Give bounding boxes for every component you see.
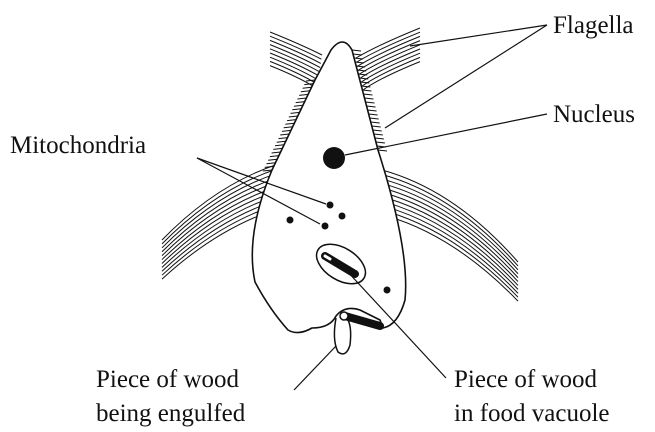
cilium: [352, 50, 361, 51]
cilium: [291, 112, 300, 113]
label-wood-engulfed-line2: being engulfed: [96, 400, 246, 427]
cilium: [297, 98, 306, 99]
flagellum: [270, 66, 317, 89]
cilium: [294, 105, 303, 106]
nucleus: [323, 147, 345, 169]
wood-piece-end: [340, 312, 348, 320]
cilium: [303, 87, 312, 88]
cilium: [272, 152, 281, 153]
cilium: [299, 94, 308, 95]
cilium: [368, 110, 377, 111]
cilium: [356, 66, 365, 67]
cilium: [306, 80, 315, 81]
leader-wood-engulfed: [294, 346, 336, 390]
label-flagella: Flagella: [553, 12, 634, 39]
cilium: [378, 150, 387, 151]
cilium: [282, 130, 291, 131]
label-wood-vacuole-line1: Piece of wood: [454, 366, 598, 393]
label-wood-vacuole-line2: in food vacuole: [454, 400, 610, 427]
cilium: [357, 70, 366, 71]
flagella-upper-right: [356, 28, 420, 92]
cilium: [362, 90, 371, 91]
mitochondrion: [322, 223, 329, 230]
cilium: [375, 138, 384, 139]
cilium: [353, 54, 362, 55]
leader-flagella-1: [410, 25, 547, 46]
cilium: [301, 91, 310, 92]
cilium: [363, 94, 372, 95]
cilium: [372, 126, 381, 127]
label-mitochondria: Mitochondria: [10, 132, 146, 159]
cilium: [287, 120, 296, 121]
cilium: [289, 116, 298, 117]
cilium: [277, 141, 286, 142]
cilium: [270, 156, 279, 157]
cilium: [366, 102, 375, 103]
cilium: [284, 127, 293, 128]
cilium: [273, 148, 282, 149]
cilium: [364, 98, 373, 99]
cilium: [278, 138, 287, 139]
mitochondrion: [327, 202, 334, 209]
cilium: [292, 109, 301, 110]
cilium: [370, 118, 379, 119]
cilium: [285, 123, 294, 124]
cilium: [280, 134, 289, 135]
flagellum: [357, 32, 420, 62]
cilium: [268, 159, 277, 160]
cilium: [374, 134, 383, 135]
label-wood-engulfed-line1: Piece of wood: [96, 366, 240, 393]
mitochondrion: [287, 217, 294, 224]
engulfing-pseudopod: [334, 318, 350, 354]
cilium: [367, 106, 376, 107]
label-nucleus: Nucleus: [553, 101, 635, 128]
mitochondrion: [339, 213, 346, 220]
cilium: [275, 145, 284, 146]
cilium: [265, 166, 274, 167]
cilium: [369, 114, 378, 115]
cilium: [296, 102, 305, 103]
cilium: [304, 84, 313, 85]
cilium: [355, 62, 364, 63]
cilium: [354, 58, 363, 59]
cilium: [266, 163, 275, 164]
mitochondrion: [384, 287, 391, 294]
cilium: [371, 122, 380, 123]
cilium: [376, 142, 385, 143]
cilium: [373, 130, 382, 131]
cell-body-outline: [252, 42, 405, 333]
